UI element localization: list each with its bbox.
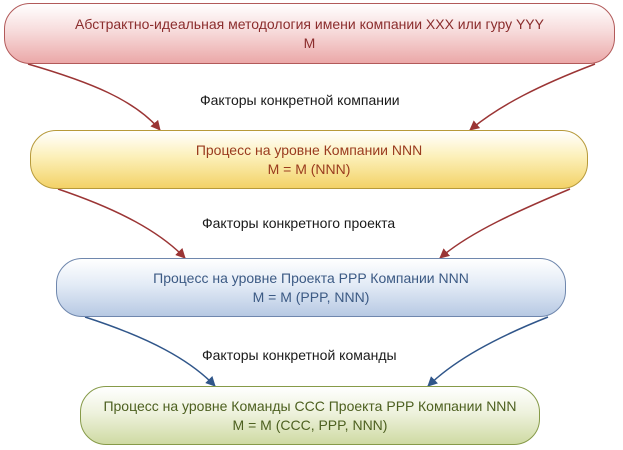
level-methodology-box: Абстрактно-идеальная методология имени к… — [4, 3, 615, 64]
factor-company-label: Факторы конкретной компании — [200, 92, 400, 108]
arrow-2-right — [439, 188, 571, 259]
arrow-3-right — [427, 316, 549, 387]
arrow-1-left — [27, 63, 161, 131]
level-team-title: Процесс на уровне Команды CCC Проекта PP… — [103, 397, 517, 414]
level-company-box: Процесс на уровне Компании NNN M = M (NN… — [30, 130, 588, 189]
arrow-2-left — [57, 188, 186, 259]
level-methodology-formula: M — [303, 34, 316, 51]
level-team-box: Процесс на уровне Команды CCC Проекта PP… — [80, 386, 540, 445]
arrow-3-left — [84, 316, 216, 387]
level-methodology-title: Абстрактно-идеальная методология имени к… — [75, 15, 544, 32]
level-company-title: Процесс на уровне Компании NNN — [195, 141, 423, 158]
level-team-formula: M = M (CCC, PPP, NNN) — [232, 416, 388, 433]
level-project-formula: M = M (PPP, NNN) — [252, 288, 370, 305]
level-project-title: Процесс на уровне Проекта PPP Компании N… — [153, 269, 469, 286]
level-company-formula: M = M (NNN) — [267, 160, 351, 177]
arrow-1-right — [469, 63, 596, 131]
factor-project-label: Факторы конкретного проекта — [202, 215, 396, 231]
level-project-box: Процесс на уровне Проекта PPP Компании N… — [56, 258, 566, 317]
factor-team-label: Факторы конкретной команды — [202, 347, 397, 363]
